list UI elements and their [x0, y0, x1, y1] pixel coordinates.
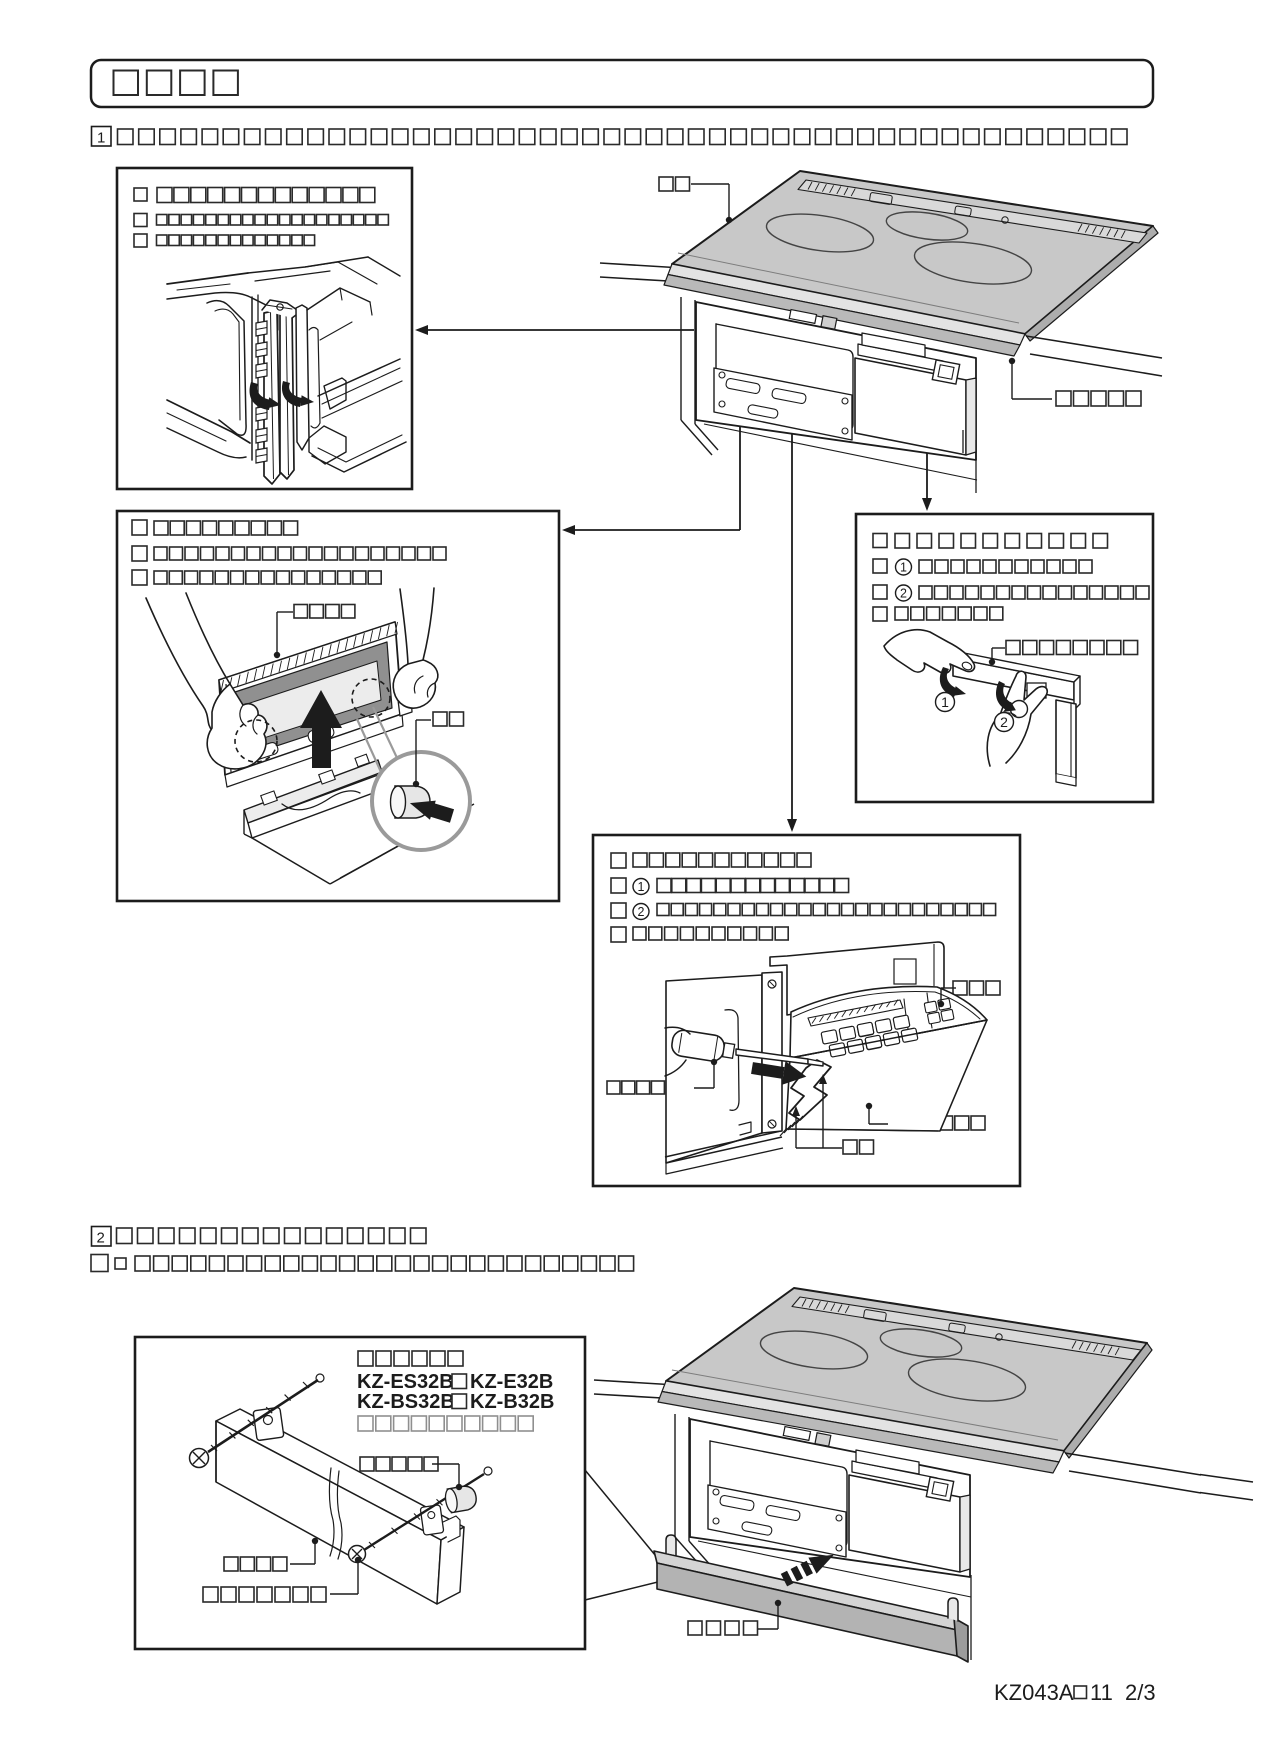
svg-text:2/3: 2/3	[1125, 1680, 1156, 1705]
svg-text:2: 2	[1000, 714, 1008, 730]
svg-text:1: 1	[941, 694, 949, 710]
svg-text:KZ-E32B: KZ-E32B	[470, 1371, 553, 1393]
svg-text:1: 1	[97, 130, 105, 147]
svg-text:2: 2	[638, 905, 645, 919]
svg-text:KZ043A: KZ043A	[994, 1680, 1074, 1705]
svg-text:2: 2	[97, 1230, 105, 1247]
svg-text:11: 11	[1090, 1680, 1113, 1705]
svg-text:2: 2	[900, 587, 907, 601]
svg-text:1: 1	[900, 561, 907, 575]
svg-text:KZ-ES32B: KZ-ES32B	[357, 1371, 454, 1393]
svg-text:1: 1	[638, 880, 645, 894]
svg-text:KZ-BS32B: KZ-BS32B	[357, 1391, 455, 1413]
svg-text:KZ-B32B: KZ-B32B	[470, 1391, 554, 1413]
